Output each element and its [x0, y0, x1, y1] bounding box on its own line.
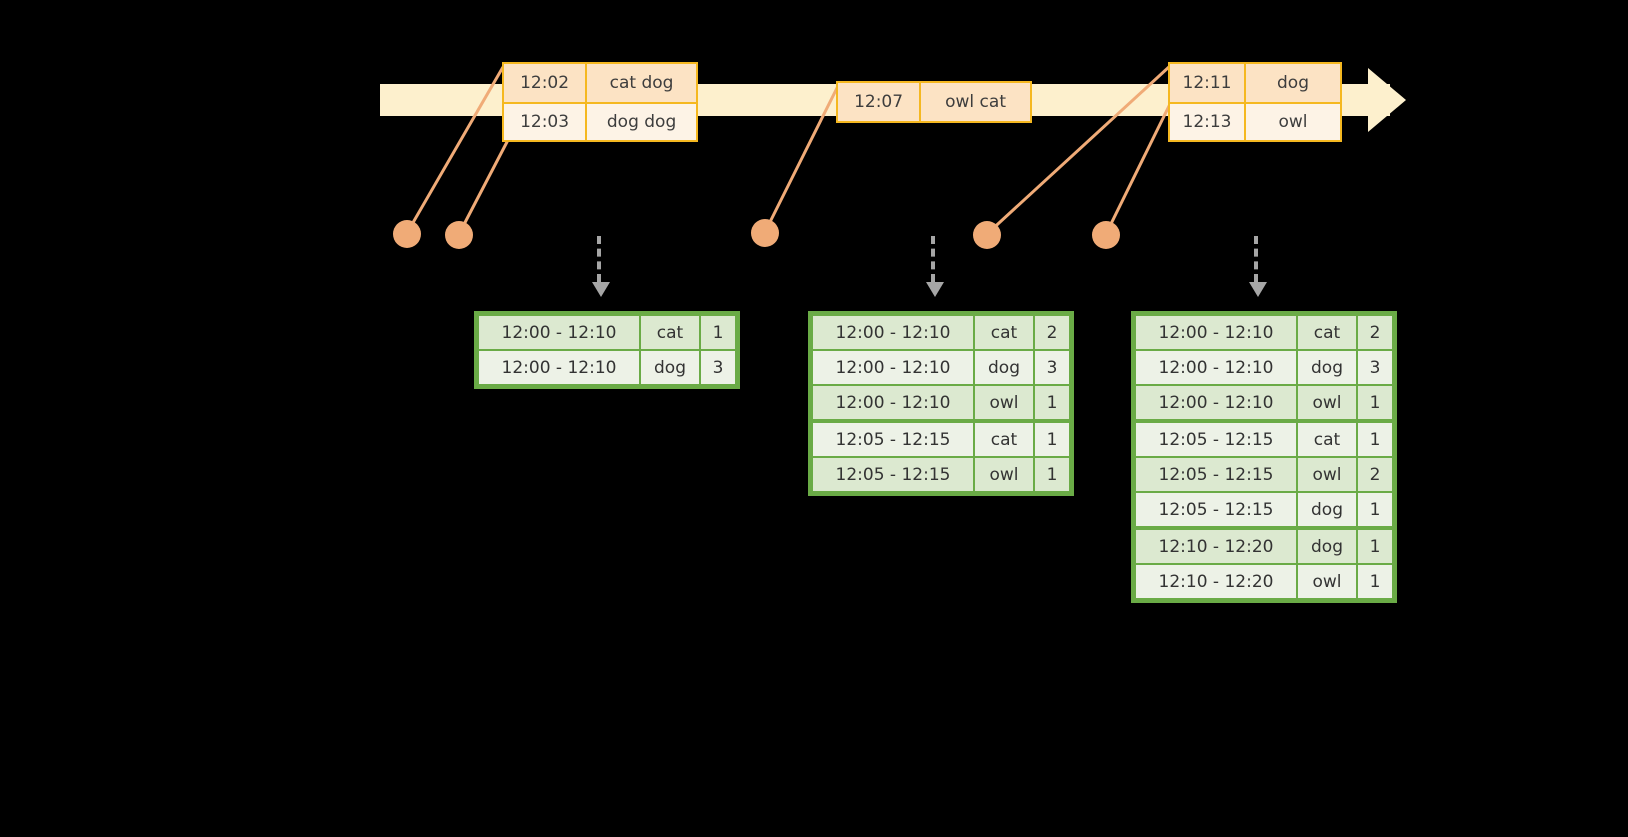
word-cell: dog — [1298, 351, 1356, 384]
window-cell: 12:00 - 12:10 — [1136, 316, 1296, 349]
word-cell: cat — [1298, 423, 1356, 456]
window-cell: 12:00 - 12:10 — [479, 316, 639, 349]
window-cell: 12:05 - 12:15 — [813, 423, 973, 456]
word-cell: dog — [641, 351, 699, 384]
event-time: 12:03 — [504, 104, 586, 140]
emit-arrow-1-icon — [592, 236, 610, 297]
window-cell: 12:00 - 12:10 — [479, 351, 639, 384]
event-words: owl cat — [919, 83, 1030, 121]
count-cell: 1 — [1035, 386, 1069, 419]
event-row: 12:13 owl — [1170, 102, 1340, 140]
count-cell: 3 — [1358, 351, 1392, 384]
emit-arrow-3-icon — [1249, 236, 1267, 297]
event-group-2: 12:07 owl cat — [836, 81, 1032, 123]
event-time: 12:13 — [1170, 104, 1244, 140]
window-cell: 12:00 - 12:10 — [813, 316, 973, 349]
count-cell: 1 — [701, 316, 735, 349]
count-cell: 1 — [1035, 423, 1069, 456]
word-cell: owl — [1298, 565, 1356, 598]
window-cell: 12:00 - 12:10 — [1136, 386, 1296, 419]
word-cell: owl — [975, 458, 1033, 491]
window-cell: 12:00 - 12:10 — [813, 351, 973, 384]
event-row: 12:03 dog dog — [504, 102, 696, 140]
event-words: cat dog — [585, 64, 696, 102]
count-cell: 1 — [1035, 458, 1069, 491]
event-time: 12:02 — [504, 64, 586, 102]
window-cell: 12:05 - 12:15 — [1136, 493, 1296, 526]
event-words: owl — [1244, 104, 1340, 140]
window-cell: 12:00 - 12:10 — [1136, 351, 1296, 384]
event-time: 12:07 — [838, 83, 920, 121]
event-row: 12:11 dog — [1170, 64, 1340, 102]
count-cell: 1 — [1358, 423, 1392, 456]
word-cell: cat — [1298, 316, 1356, 349]
count-cell: 1 — [1358, 530, 1392, 563]
count-cell: 3 — [1035, 351, 1069, 384]
event-group-3: 12:11 dog 12:13 owl — [1168, 62, 1342, 142]
count-cell: 1 — [1358, 565, 1392, 598]
count-cell: 2 — [1358, 458, 1392, 491]
event-time: 12:11 — [1170, 64, 1244, 102]
word-cell: owl — [1298, 458, 1356, 491]
event-row: 12:07 owl cat — [838, 83, 1030, 121]
count-cell: 2 — [1035, 316, 1069, 349]
count-cell: 1 — [1358, 386, 1392, 419]
word-cell: cat — [975, 316, 1033, 349]
word-cell: dog — [1298, 530, 1356, 563]
window-cell: 12:00 - 12:10 — [813, 386, 973, 419]
event-group-1: 12:02 cat dog 12:03 dog dog — [502, 62, 698, 142]
event-words: dog dog — [585, 104, 696, 140]
emit-arrow-2-icon — [926, 236, 944, 297]
count-cell: 1 — [1358, 493, 1392, 526]
count-cell: 3 — [701, 351, 735, 384]
event-row: 12:02 cat dog — [504, 64, 696, 102]
window-cell: 12:05 - 12:15 — [813, 458, 973, 491]
word-cell: cat — [641, 316, 699, 349]
window-cell: 12:10 - 12:20 — [1136, 565, 1296, 598]
word-cell: cat — [975, 423, 1033, 456]
word-cell: owl — [975, 386, 1033, 419]
word-cell: dog — [1298, 493, 1356, 526]
window-cell: 12:05 - 12:15 — [1136, 423, 1296, 456]
window-cell: 12:10 - 12:20 — [1136, 530, 1296, 563]
word-cell: owl — [1298, 386, 1356, 419]
word-cell: dog — [975, 351, 1033, 384]
window-cell: 12:05 - 12:15 — [1136, 458, 1296, 491]
count-cell: 2 — [1358, 316, 1392, 349]
timeline-arrow-head-icon — [1368, 68, 1406, 132]
event-words: dog — [1244, 64, 1340, 102]
